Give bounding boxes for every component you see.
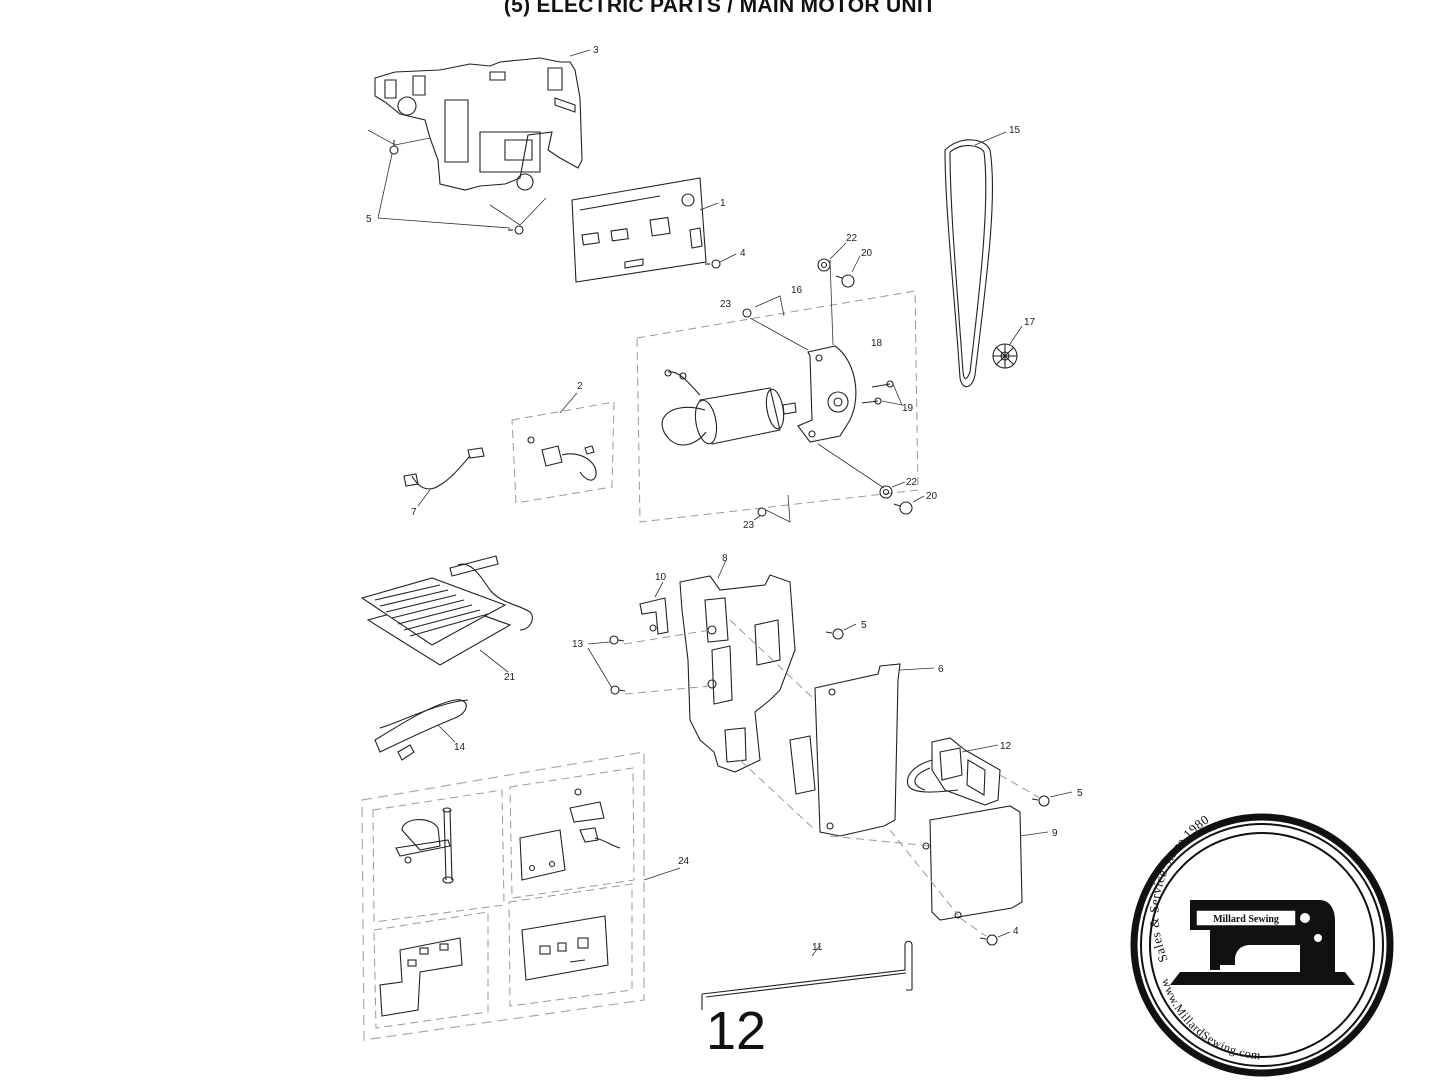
part-19-screws — [861, 380, 894, 405]
part-18-motor-bracket — [797, 345, 857, 443]
part-17-pulley — [992, 343, 1018, 369]
part-8-main-frame — [679, 574, 796, 773]
kit-part-small-board — [379, 937, 463, 1017]
page-number: 12 — [706, 1001, 767, 1061]
callout-15: 15 — [1009, 125, 1021, 136]
part-13-screws — [609, 635, 626, 695]
callout-20b: 20 — [926, 491, 938, 502]
part-12-connector-unit — [906, 737, 1001, 806]
callout-13: 13 — [572, 639, 584, 650]
callout-2: 2 — [577, 381, 583, 392]
part-6-power-board — [789, 663, 901, 837]
svg-text:Millard Sewing: Millard Sewing — [1213, 914, 1279, 925]
callout-4a: 4 — [740, 248, 746, 259]
part-22-washer-upper — [817, 258, 831, 272]
part-16-motor-group-outline — [636, 290, 919, 523]
part-23-nut-upper — [742, 308, 752, 318]
callout-18: 18 — [871, 338, 883, 349]
kit-part-shaft-assembly — [395, 807, 454, 884]
part-10-bracket — [639, 597, 669, 635]
callout-1: 1 — [720, 198, 726, 209]
callout-9: 9 — [1052, 828, 1058, 839]
screw-icons-top — [389, 140, 721, 269]
part-4-screw-lower — [979, 934, 998, 946]
callout-labels: 1 2 3 4 4 5 5 5 6 7 8 9 10 11 12 13 14 1… — [366, 45, 1083, 953]
part-21-foot-controller — [360, 555, 533, 666]
part-16-motor — [661, 369, 797, 446]
part-20-screw-upper — [835, 274, 855, 288]
callout-5b: 5 — [861, 620, 867, 631]
kit-part-plate-assembly — [519, 788, 621, 881]
part-15-belt — [944, 139, 993, 388]
kit-part-main-board — [521, 915, 609, 981]
callout-8: 8 — [722, 553, 728, 564]
callout-22a: 22 — [846, 233, 858, 244]
callout-20a: 20 — [861, 248, 873, 259]
callout-12: 12 — [1000, 741, 1012, 752]
callout-5c: 5 — [1077, 788, 1083, 799]
callout-23a: 23 — [720, 299, 732, 310]
part-7-cable — [403, 447, 485, 490]
part-24-kit-outline — [361, 751, 645, 1041]
part-2-group-outline — [511, 401, 615, 504]
millard-sewing-logo: Sales & Service Since 1980 www.MillardSe… — [1130, 812, 1394, 1077]
callout-6: 6 — [938, 664, 944, 675]
callout-4b: 4 — [1013, 926, 1019, 937]
part-11-rod — [701, 940, 913, 1010]
part-3-bracket — [374, 57, 583, 191]
callout-22b: 22 — [906, 477, 918, 488]
callout-24: 24 — [678, 856, 690, 867]
callout-11: 11 — [812, 942, 823, 953]
diagram-title: (5) ELECTRIC PARTS / MAIN MOTOR UNIT — [503, 0, 937, 17]
callout-16: 16 — [791, 285, 803, 296]
callout-7: 7 — [411, 507, 417, 518]
part-9-cover-plate — [922, 805, 1023, 921]
part-20-screw-lower — [893, 501, 913, 515]
callout-21: 21 — [504, 672, 516, 683]
callout-3: 3 — [593, 45, 599, 56]
part-5-screw-mid — [825, 628, 844, 640]
callout-14: 14 — [454, 742, 466, 753]
callout-5a: 5 — [366, 214, 372, 225]
part-5-screw-right — [1031, 795, 1050, 807]
part-1-circuit-board — [571, 177, 707, 283]
part-14-power-cord — [374, 699, 469, 761]
callout-17: 17 — [1024, 317, 1036, 328]
part-2-switch — [527, 436, 597, 481]
part-22-washer-lower — [879, 485, 893, 499]
callout-19: 19 — [902, 403, 914, 414]
part-23-nut-lower — [757, 507, 767, 517]
callout-23b: 23 — [743, 520, 755, 531]
callout-10: 10 — [655, 572, 667, 583]
